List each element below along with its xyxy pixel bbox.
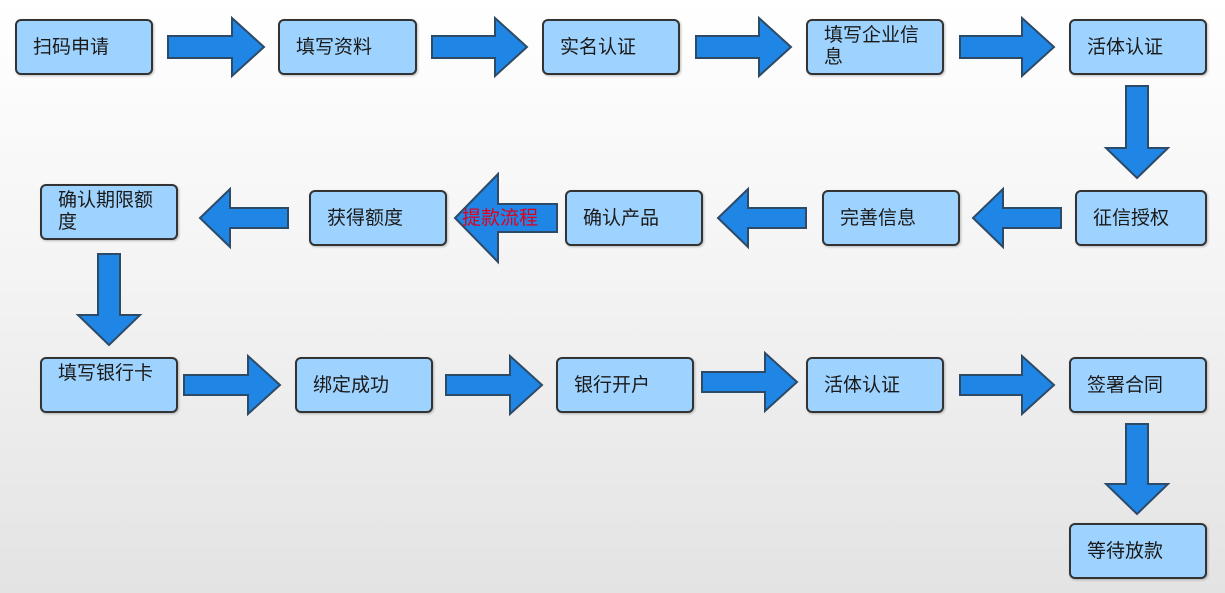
step-await-disbursement-label: 等待放款 [1087,540,1164,562]
step-await-disbursement: 等待放款 [1069,523,1207,579]
step-fill-bank-card: 填写银行卡 [40,357,178,413]
step-bind-success-label: 绑定成功 [313,374,390,396]
step-fill-company: 填写企业信息 [806,19,944,75]
arrow-right-5 [183,353,282,417]
arrow-right-6 [445,353,544,417]
step-fill-info-label: 填写资料 [296,36,373,58]
withdrawal-flow-label: 提款流程 [462,207,539,229]
step-fill-company-label: 填写企业信息 [824,24,920,68]
step-scan-apply: 扫码申请 [15,19,153,75]
arrow-left-big [453,171,558,265]
step-liveness-2: 活体认证 [806,357,944,413]
arrow-down-1 [1103,85,1171,180]
step-confirm-product-label: 确认产品 [583,207,660,229]
arrow-right-7 [701,350,799,414]
step-confirm-product: 确认产品 [565,190,703,246]
arrow-left-2 [716,186,807,250]
step-sign-contract: 签署合同 [1069,357,1207,413]
arrow-left-1 [971,186,1062,250]
step-bank-open-account: 银行开户 [556,357,694,413]
step-bind-success: 绑定成功 [295,357,433,413]
arrow-down-2 [75,253,143,347]
arrow-right-3 [695,15,793,79]
step-liveness-1: 活体认证 [1069,19,1207,75]
arrow-right-8 [959,353,1056,417]
arrow-down-3 [1103,423,1171,516]
step-credit-auth-label: 征信授权 [1093,207,1170,229]
step-scan-apply-label: 扫码申请 [33,36,110,58]
step-bank-open-account-label: 银行开户 [574,374,651,396]
step-fill-bank-card-label: 填写银行卡 [58,362,154,384]
step-real-name: 实名认证 [542,19,680,75]
step-fill-info: 填写资料 [278,19,417,75]
arrow-right-2 [431,15,529,79]
step-complete-info: 完善信息 [822,190,960,246]
step-confirm-term-quota: 确认期限额度 [40,184,178,240]
step-real-name-label: 实名认证 [560,36,637,58]
step-credit-auth: 征信授权 [1075,190,1207,246]
step-confirm-term-quota-label: 确认期限额度 [58,189,154,233]
arrow-left-3 [198,186,289,250]
step-complete-info-label: 完善信息 [840,207,917,229]
arrow-right-4 [959,15,1056,79]
step-liveness-1-label: 活体认证 [1087,36,1164,58]
step-get-quota-label: 获得额度 [327,207,404,229]
step-liveness-2-label: 活体认证 [824,374,901,396]
step-get-quota: 获得额度 [309,190,447,246]
arrow-right-1 [167,15,266,79]
step-sign-contract-label: 签署合同 [1087,374,1164,396]
